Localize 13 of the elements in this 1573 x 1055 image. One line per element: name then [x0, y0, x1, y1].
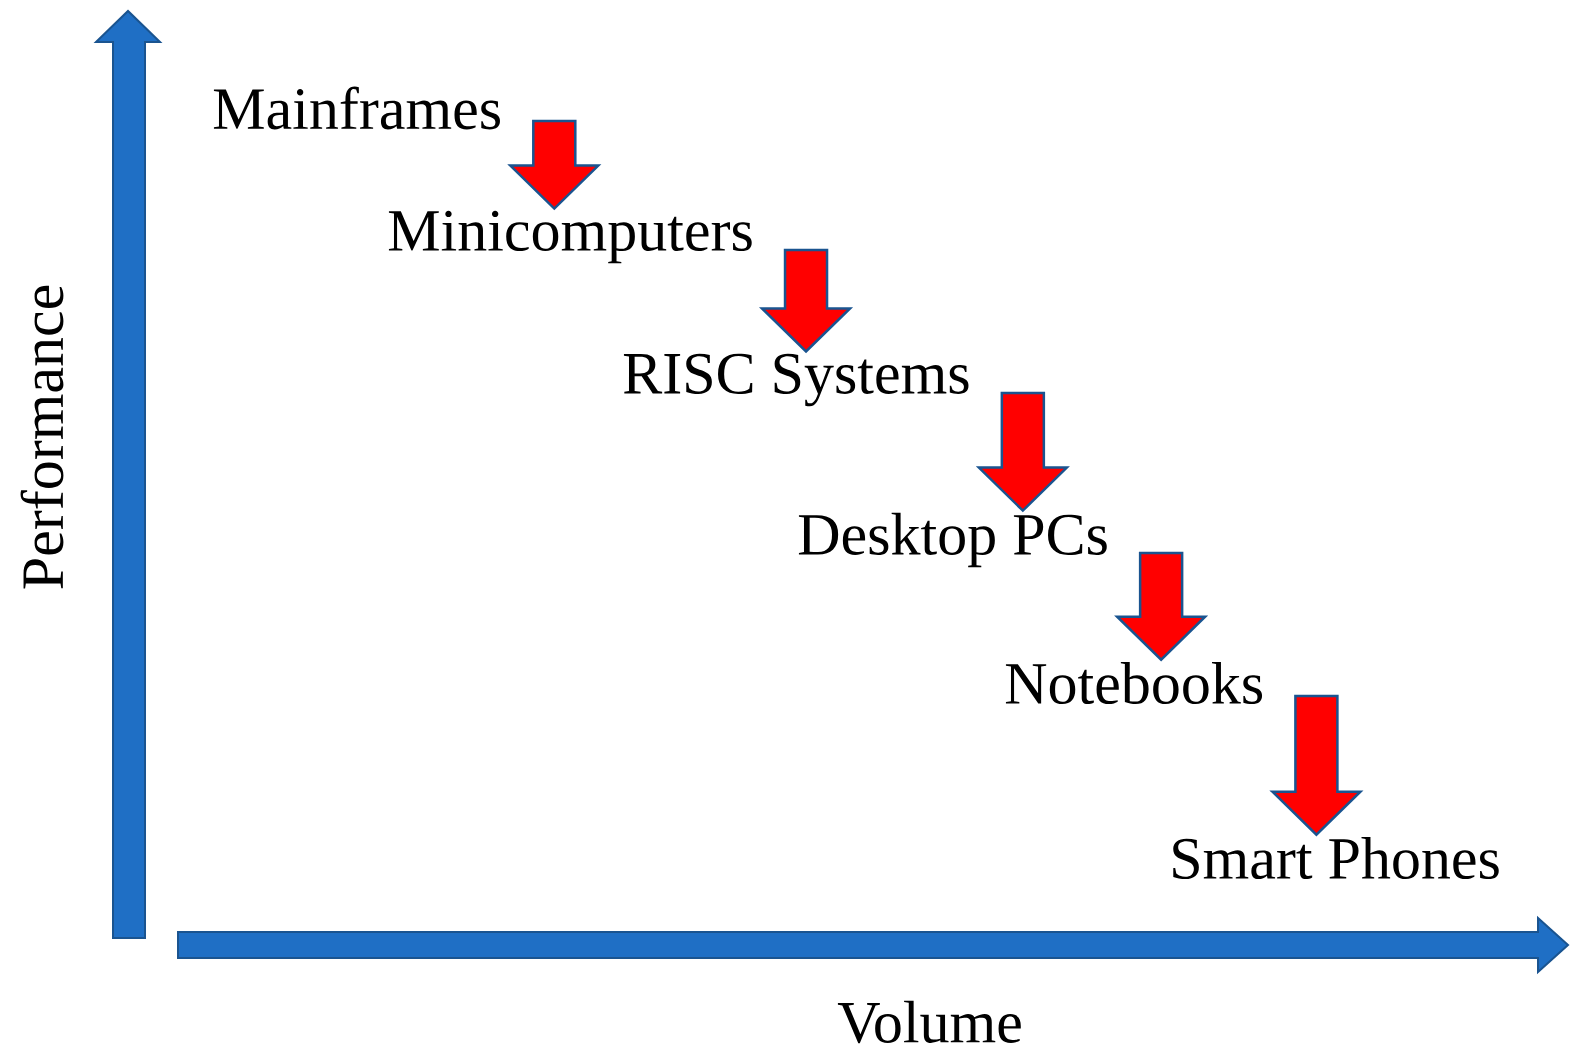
block-arrow	[1269, 694, 1364, 837]
node-label: Notebooks	[1005, 661, 1263, 705]
node-label: Desktop PCs	[798, 512, 1107, 568]
block-arrow	[975, 391, 1070, 513]
axis-label: Performance	[20, 285, 64, 589]
block-arrow	[758, 248, 854, 354]
node-label: Minicomputers	[388, 210, 752, 264]
node-label: RISC Systems	[623, 353, 969, 407]
block-arrow	[507, 119, 602, 211]
block-arrow	[1114, 551, 1209, 662]
node-label: Mainframes	[213, 86, 500, 130]
node-label: Smart Phones	[1173, 836, 1499, 880]
axis-label: Volume	[837, 1000, 1021, 1044]
